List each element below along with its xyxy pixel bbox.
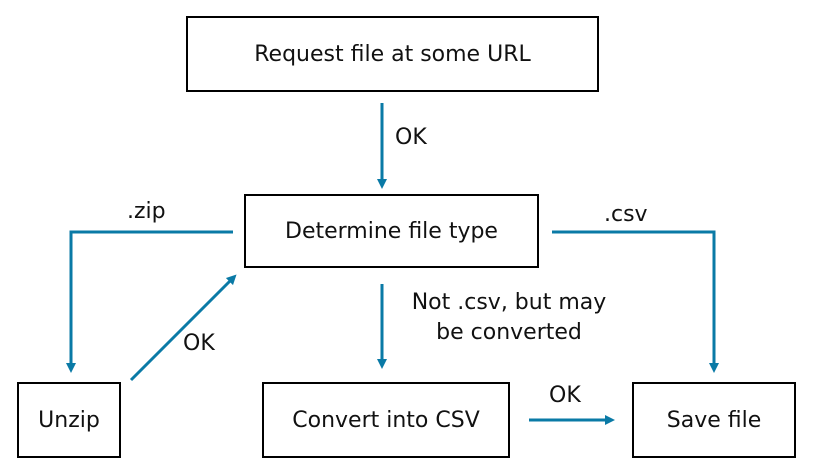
arrow-unzip-to-determine — [129, 274, 237, 382]
node-convert-csv: Convert into CSV — [262, 382, 510, 458]
node-save-file: Save file — [632, 382, 796, 458]
edge-label-zip: .zip — [127, 199, 166, 224]
arrow-determine-to-save — [552, 230, 719, 373]
edge-label-not-csv-line1: Not .csv, but may — [411, 290, 607, 315]
node-convert-csv-label: Convert into CSV — [292, 407, 480, 433]
edge-label-unzip-ok: OK — [183, 331, 215, 356]
edge-label-not-csv: Not .csv, but may be converted — [398, 288, 620, 348]
edge-label-convert-ok: OK — [549, 383, 581, 408]
node-save-file-label: Save file — [666, 407, 762, 433]
edge-label-csv: .csv — [604, 202, 648, 227]
node-request-file: Request file at some URL — [186, 16, 599, 92]
node-unzip: Unzip — [17, 382, 121, 458]
node-unzip-label: Unzip — [38, 407, 100, 433]
node-request-file-label: Request file at some URL — [254, 41, 531, 67]
edge-label-not-csv-line2: be converted — [436, 320, 582, 345]
edge-label-request-ok: OK — [395, 125, 427, 150]
node-determine-file-type-label: Determine file type — [285, 218, 498, 244]
node-determine-file-type: Determine file type — [244, 194, 539, 268]
arrow-determine-to-unzip — [66, 230, 233, 373]
